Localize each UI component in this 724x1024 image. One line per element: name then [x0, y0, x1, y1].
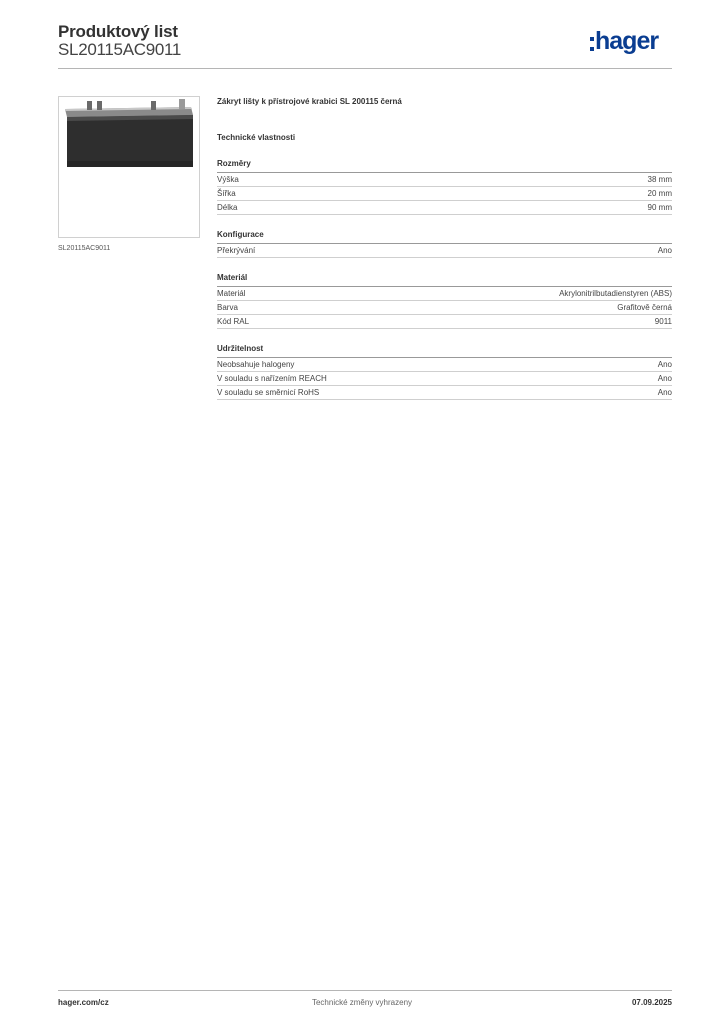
- row-label: Šířka: [217, 189, 236, 198]
- row-label: Kód RAL: [217, 317, 250, 326]
- table-row: Překrývání Ano: [217, 244, 672, 258]
- row-value: 38 mm: [647, 175, 672, 184]
- row-label: Materiál: [217, 289, 246, 298]
- group-title: Rozměry: [217, 158, 672, 173]
- product-details: Zákryt lišty k přístrojové krabici SL 20…: [217, 96, 672, 400]
- row-label: Neobsahuje halogeny: [217, 360, 295, 369]
- product-name: Zákryt lišty k přístrojové krabici SL 20…: [217, 97, 402, 106]
- row-value: 20 mm: [647, 189, 672, 198]
- row-value: Ano: [657, 360, 672, 369]
- group-title: Udržitelnost: [217, 343, 672, 358]
- footer-date: 07.09.2025: [631, 998, 672, 1007]
- product-cover-illustration-icon: [65, 99, 193, 167]
- page-title: Produktový list: [58, 22, 178, 41]
- section-title: Technické vlastnosti: [217, 133, 296, 142]
- product-image: [58, 96, 200, 238]
- logo-text: hager: [595, 27, 659, 55]
- footer-notice: Technické změny vyhrazeny: [311, 998, 413, 1007]
- row-value: Ano: [657, 374, 672, 383]
- footer-website-link[interactable]: hager.com/cz: [58, 998, 109, 1007]
- row-label: Barva: [217, 303, 238, 312]
- table-row: Barva Grafitově černá: [217, 301, 672, 315]
- row-label: V souladu s nařízením REACH: [217, 374, 327, 383]
- table-row: Šířka 20 mm: [217, 187, 672, 201]
- table-row: Kód RAL 9011: [217, 315, 672, 329]
- hager-logo[interactable]: hager: [590, 26, 659, 58]
- product-code: SL20115AC9011: [58, 40, 182, 59]
- table-row: Materiál Akrylonitrilbutadienstyren (ABS): [217, 287, 672, 301]
- group-title: Konfigurace: [217, 229, 672, 244]
- footer-divider: [58, 990, 672, 991]
- row-label: Výška: [217, 175, 239, 184]
- row-value: Grafitově černá: [617, 303, 672, 312]
- group-configuration: Konfigurace Překrývání Ano: [217, 229, 672, 258]
- table-row: Délka 90 mm: [217, 201, 672, 215]
- logo-mark-icon: [590, 37, 594, 51]
- row-value: Ano: [657, 388, 672, 397]
- row-label: Překrývání: [217, 246, 256, 255]
- row-value: 90 mm: [647, 203, 672, 212]
- row-label: V souladu se směrnicí RoHS: [217, 388, 320, 397]
- row-value: Ano: [657, 246, 672, 255]
- header-divider: [58, 68, 672, 69]
- row-label: Délka: [217, 203, 238, 212]
- group-title: Materiál: [217, 272, 672, 287]
- group-dimensions: Rozměry Výška 38 mm Šířka 20 mm Délka 90 mm: [217, 158, 672, 215]
- row-value: Akrylonitrilbutadienstyren (ABS): [559, 289, 672, 298]
- row-value: 9011: [654, 317, 672, 326]
- table-row: V souladu se směrnicí RoHS Ano: [217, 386, 672, 400]
- table-row: Výška 38 mm: [217, 173, 672, 187]
- image-caption: SL20115AC9011: [58, 245, 111, 252]
- table-row: V souladu s nařízením REACH Ano: [217, 372, 672, 386]
- table-row: Neobsahuje halogeny Ano: [217, 358, 672, 372]
